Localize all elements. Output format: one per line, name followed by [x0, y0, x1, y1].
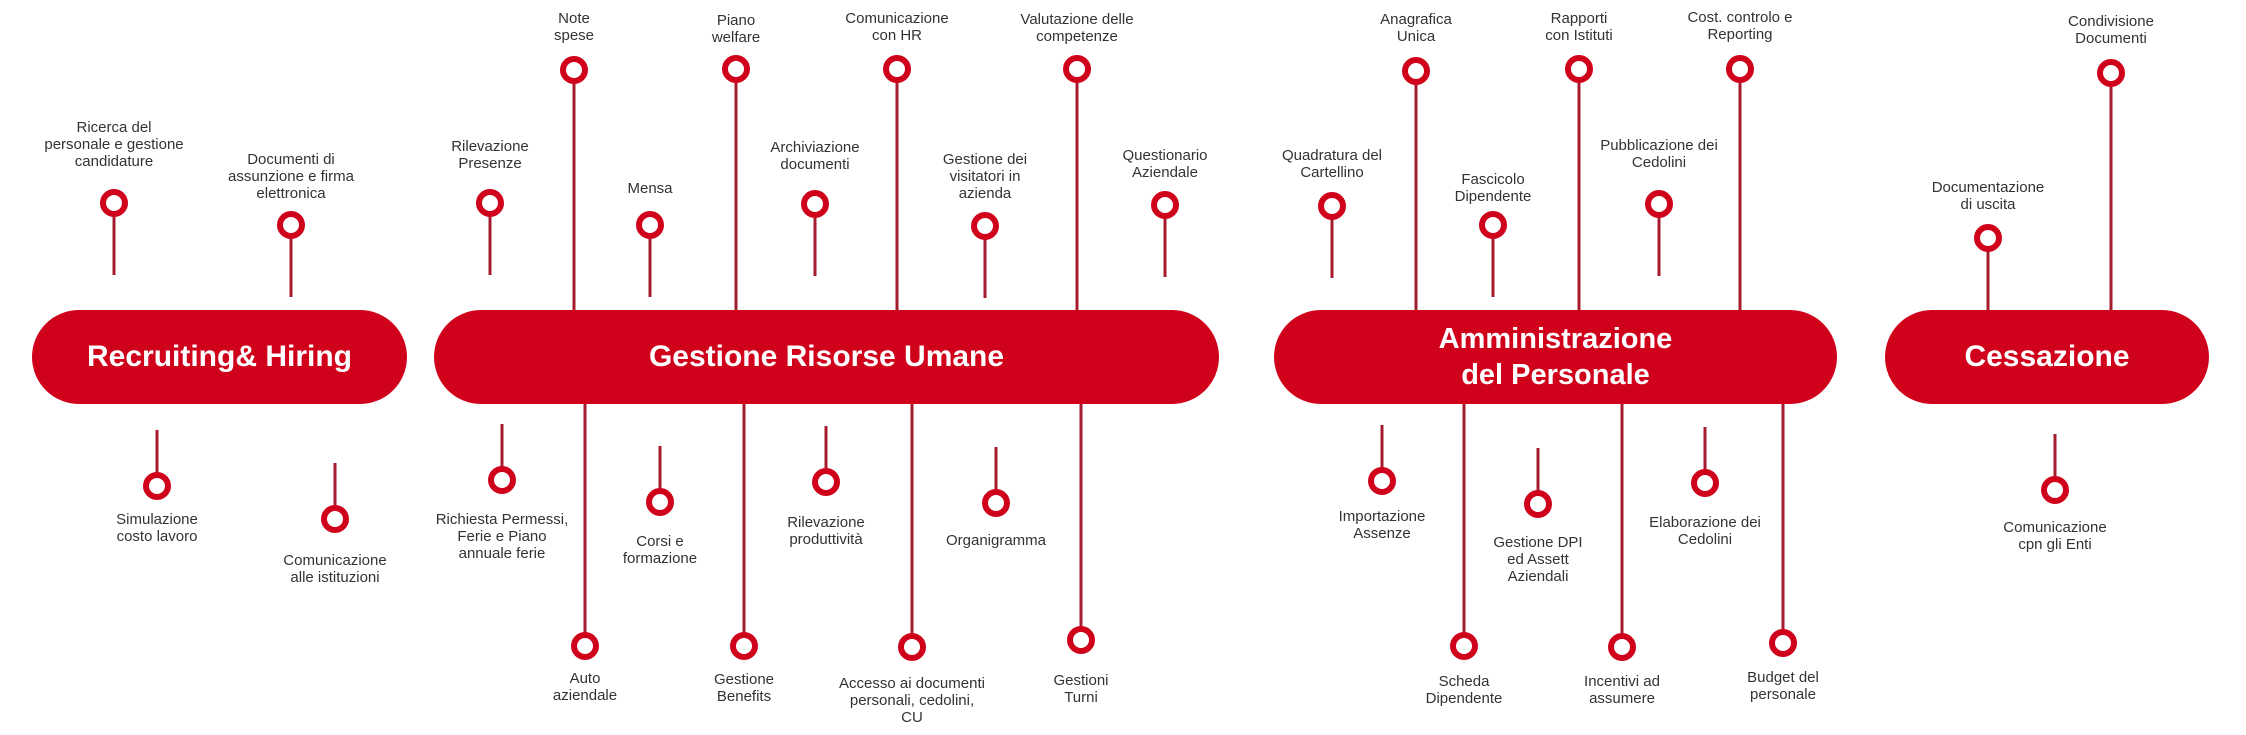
activity-label: Gestione DPI ed Assett Aziendali	[1493, 534, 1583, 585]
pin-marker-icon	[143, 472, 171, 500]
activity-label: Condivisione Documenti	[2068, 13, 2154, 47]
activity-label: Mensa	[627, 180, 673, 197]
activity-label: Cost. controlo e Reporting	[1687, 9, 1793, 43]
activity-label: Accesso ai documenti personali, cedolini…	[839, 675, 985, 726]
activity-label: Budget del personale	[1747, 669, 1819, 703]
activity-label: Elaborazione dei Cedolini	[1649, 514, 1761, 548]
activity-label: Rilevazione produttività	[787, 514, 865, 548]
pin-marker-icon	[2041, 476, 2069, 504]
pin-marker-icon	[1769, 629, 1797, 657]
pin-marker-icon	[1608, 633, 1636, 661]
pin-marker-icon	[1645, 190, 1673, 218]
activity-label: Documenti di assunzione e firma elettron…	[228, 151, 354, 202]
pin-marker-icon	[1726, 55, 1754, 83]
activity-label: Rapporti con Istituti	[1545, 10, 1613, 44]
pin-marker-icon	[1063, 55, 1091, 83]
activity-label: Incentivi ad assumere	[1584, 673, 1660, 707]
pin-marker-icon	[1479, 211, 1507, 239]
pin-marker-icon	[636, 211, 664, 239]
activity-label: Note spese	[553, 10, 595, 44]
pin-marker-icon	[801, 190, 829, 218]
pin-marker-icon	[488, 466, 516, 494]
activity-label: Piano welfare	[711, 12, 761, 46]
activity-label: Corsi e formazione	[622, 533, 698, 567]
activity-label: Rilevazione Presenze	[451, 138, 529, 172]
pin-marker-icon	[321, 505, 349, 533]
pin-marker-icon	[560, 56, 588, 84]
activity-label: Organigramma	[945, 532, 1047, 549]
activity-label: Anagrafica Unica	[1380, 11, 1452, 45]
activity-label: Documentazione di uscita	[1931, 179, 2045, 213]
pin-marker-icon	[646, 488, 674, 516]
pin-marker-icon	[812, 468, 840, 496]
activity-label: Fascicolo Dipendente	[1454, 171, 1532, 205]
activity-label: Questionario Aziendale	[1122, 147, 1208, 181]
activity-label: Importazione Assenze	[1338, 508, 1426, 542]
activity-label: Gestioni Turni	[1053, 672, 1109, 706]
pin-marker-icon	[571, 632, 599, 660]
pin-marker-icon	[277, 211, 305, 239]
activity-label: Comunicazione alle istituzioni	[283, 552, 387, 586]
activity-label: Gestione Benefits	[713, 671, 775, 705]
activity-label: Comunicazione con HR	[845, 10, 949, 44]
pin-marker-icon	[1565, 55, 1593, 83]
pin-marker-icon	[1524, 490, 1552, 518]
activity-label: Archiviazione documenti	[770, 139, 860, 173]
pin-marker-icon	[1974, 224, 2002, 252]
activity-label: Auto aziendale	[552, 670, 618, 704]
phase-gestione-risorse-umane: Gestione Risorse Umane	[434, 310, 1219, 404]
pin-marker-icon	[476, 189, 504, 217]
pin-marker-icon	[1151, 191, 1179, 219]
activity-label: Ricerca del personale e gestione candida…	[44, 119, 184, 170]
pin-marker-icon	[100, 189, 128, 217]
pin-marker-icon	[730, 632, 758, 660]
activity-label: Quadratura del Cartellino	[1281, 147, 1383, 181]
phase-cessazione: Cessazione	[1885, 310, 2209, 404]
pin-marker-icon	[1368, 467, 1396, 495]
phase-amministrazione-personale: Amministrazione del Personale	[1274, 310, 1837, 404]
pin-marker-icon	[1318, 192, 1346, 220]
activity-label: Pubblicazione dei Cedolini	[1600, 137, 1718, 171]
pin-marker-icon	[971, 212, 999, 240]
activity-label: Valutazione delle competenze	[1020, 11, 1134, 45]
activity-label: Gestione dei visitatori in azienda	[942, 151, 1028, 202]
pin-marker-icon	[898, 633, 926, 661]
pin-marker-icon	[1402, 57, 1430, 85]
phase-recruiting-hiring: Recruiting& Hiring	[32, 310, 407, 404]
pin-marker-icon	[883, 55, 911, 83]
pin-marker-icon	[1450, 632, 1478, 660]
pin-marker-icon	[982, 489, 1010, 517]
pin-marker-icon	[722, 55, 750, 83]
pin-marker-icon	[1691, 469, 1719, 497]
activity-label: Simulazione costo lavoro	[116, 511, 198, 545]
activity-label: Scheda Dipendente	[1425, 673, 1503, 707]
activity-label: Richiesta Permessi, Ferie e Piano annual…	[435, 511, 569, 562]
activity-label: Comunicazione cpn gli Enti	[2003, 519, 2107, 553]
pin-marker-icon	[2097, 59, 2125, 87]
pin-marker-icon	[1067, 626, 1095, 654]
